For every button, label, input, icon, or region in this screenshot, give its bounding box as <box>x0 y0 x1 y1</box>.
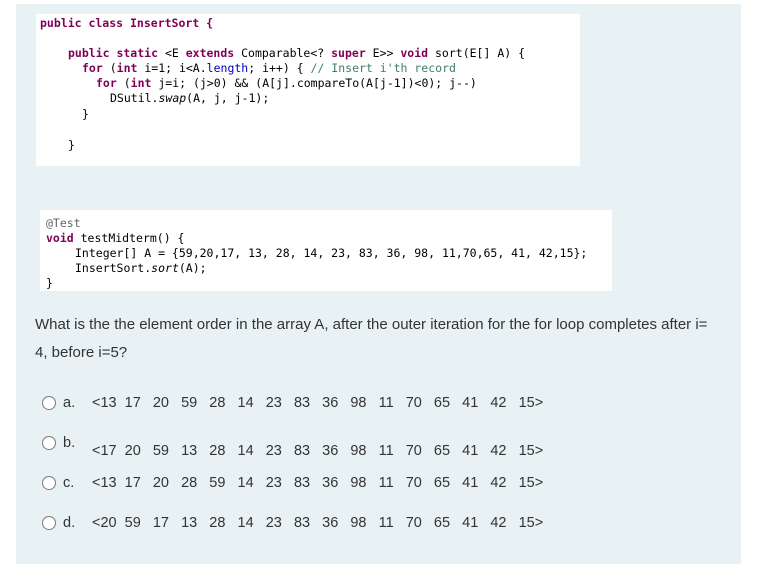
code-text: InsertSort. <box>75 261 152 275</box>
code-line: void testMidterm() { <box>46 231 184 246</box>
code-keyword: public static <box>68 46 159 60</box>
code-line: InsertSort.sort(A); <box>75 261 207 276</box>
code-keyword: int <box>116 61 138 75</box>
code-text: ; i++) { <box>248 61 311 75</box>
code-line: Integer[] A = {59,20,17, 13, 28, 14, 23,… <box>75 246 587 261</box>
code-text: Comparable<? <box>234 46 332 60</box>
code-text: DSutil. <box>110 91 159 105</box>
code-line: @Test <box>46 216 81 231</box>
code-line: public static <E extends Comparable<? su… <box>68 46 525 61</box>
code-line: } <box>82 107 89 122</box>
code-keyword: int <box>130 76 152 90</box>
code-field: length <box>206 61 249 75</box>
code-text: i=1; i<A. <box>137 61 207 75</box>
code-keyword: super <box>331 46 366 60</box>
code-text: sort(E[] A) { <box>428 46 526 60</box>
code-text: ( <box>116 76 131 90</box>
code-snippet-test: @Test void testMidterm() { Integer[] A =… <box>40 210 612 291</box>
code-line: for (int i=1; i<A.length; i++) { // Inse… <box>82 61 456 76</box>
option-label: b. <box>63 435 76 451</box>
radio-button[interactable] <box>42 396 56 410</box>
code-text: } <box>68 138 75 152</box>
code-text: <E <box>158 46 186 60</box>
code-text: (A, j, j-1); <box>186 91 270 105</box>
option-values: <17 20 59 13 28 14 23 83 36 98 11 70 65 … <box>92 443 544 459</box>
code-keyword: extends <box>185 46 235 60</box>
code-line: for (int j=i; (j>0) && (A[j].compareTo(A… <box>96 76 477 91</box>
code-text: testMidterm() { <box>73 231 185 245</box>
code-snippet-insert-sort: public class InsertSort { public static … <box>36 14 580 166</box>
option-values: <13 17 20 59 28 14 23 83 36 98 11 70 65 … <box>92 395 544 411</box>
option-values: <20 59 17 13 28 14 23 83 36 98 11 70 65 … <box>92 515 544 531</box>
code-line: } <box>68 138 75 153</box>
option-label: d. <box>63 515 76 531</box>
code-line: DSutil.swap(A, j, j-1); <box>110 91 269 106</box>
code-text: j=i; (j>0) && (A[j].compareTo(A[j-1])<0)… <box>151 76 477 90</box>
code-line: } <box>46 276 53 291</box>
option-label: c. <box>63 475 75 491</box>
code-method: sort <box>151 261 179 275</box>
code-keyword: for <box>96 76 117 90</box>
option-values: <13 17 20 28 59 14 23 83 36 98 11 70 65 … <box>92 475 544 491</box>
radio-button[interactable] <box>42 516 56 530</box>
code-text: E>> <box>365 46 401 60</box>
radio-button[interactable] <box>42 436 56 450</box>
code-keyword: void <box>46 231 74 245</box>
code-text: } <box>46 276 53 290</box>
option-label: a. <box>63 395 76 411</box>
code-text: ( <box>102 61 117 75</box>
radio-button[interactable] <box>42 476 56 490</box>
code-annotation: @Test <box>46 216 81 230</box>
code-line: public class InsertSort { <box>40 16 213 31</box>
code-text: } <box>82 107 89 121</box>
code-comment: // Insert i'th record <box>310 61 456 75</box>
code-method: swap <box>158 91 187 105</box>
code-keyword: void <box>400 46 429 60</box>
code-keyword: for <box>82 61 103 75</box>
code-text: public class InsertSort { <box>40 16 214 30</box>
question-text: What is the the element order in the arr… <box>35 316 708 361</box>
code-text: (A); <box>178 261 207 275</box>
code-text: Integer[] A = {59,20,17, 13, 28, 14, 23,… <box>75 246 588 260</box>
